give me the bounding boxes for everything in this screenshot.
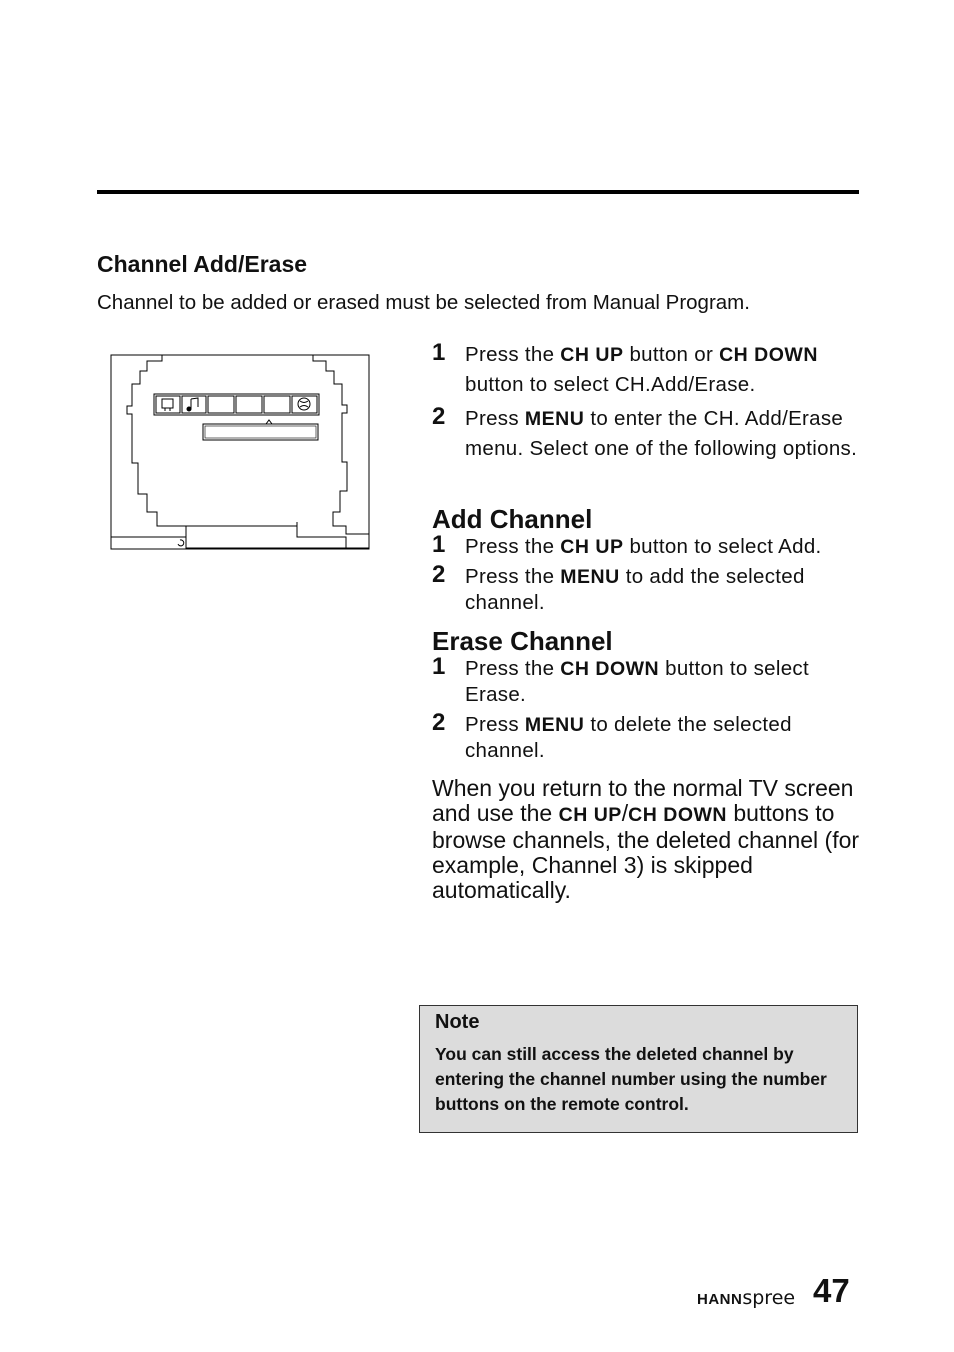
key-label: MENU <box>524 408 585 430</box>
key-label: MENU <box>524 714 585 736</box>
note-body: You can still access the deleted channel… <box>435 1044 827 1114</box>
step-number: 2 <box>432 403 446 430</box>
key-label: CH UP <box>560 536 624 558</box>
note-box: Note You can still access the deleted ch… <box>419 1005 858 1133</box>
page-number: 47 <box>813 1272 850 1309</box>
add-step-2: 2 Press the MENU to add the selected cha… <box>432 561 805 615</box>
erase-step-1: 1 Press the CH DOWN button to select Era… <box>432 653 809 707</box>
screen-frame <box>110 354 370 550</box>
key-label: CH UP <box>558 804 622 826</box>
intro-text: Channel to be added or erased must be se… <box>97 291 750 314</box>
tv-menu-illustration <box>110 354 370 550</box>
erase-step-2: 2 Press MENU to delete the selected chan… <box>432 709 792 763</box>
key-label: MENU <box>560 566 620 588</box>
step-number: 1 <box>432 653 446 680</box>
key-label: CH DOWN <box>560 658 660 680</box>
step-number: 1 <box>432 531 446 558</box>
step-number: 1 <box>432 339 446 366</box>
return-paragraph: When you return to the normal TV screen … <box>432 775 860 903</box>
step-number: 2 <box>432 561 446 588</box>
menu-arrow-icon <box>177 539 185 547</box>
header-rule <box>97 190 859 194</box>
key-label: CH DOWN <box>719 344 818 366</box>
key-label: CH UP <box>560 344 624 366</box>
key-label: CH DOWN <box>628 804 727 826</box>
instructions-column: 1 Press the CH UP button or CH DOWN butt… <box>432 339 862 903</box>
add-channel-heading: Add Channel <box>432 504 593 534</box>
main-step-1: 1 Press the CH UP button or CH DOWN butt… <box>432 339 818 396</box>
brand-logo: HANNspree <box>697 1287 796 1309</box>
add-step-1: 1 Press the CH UP button to select Add. <box>432 531 822 559</box>
erase-channel-heading: Erase Channel <box>432 626 613 656</box>
step-number: 2 <box>432 709 446 736</box>
note-title: Note <box>435 1011 480 1033</box>
section-title: Channel Add/Erase <box>97 251 308 277</box>
main-step-2: 2 Press MENU to enter the CH. Add/Erase … <box>432 403 858 460</box>
